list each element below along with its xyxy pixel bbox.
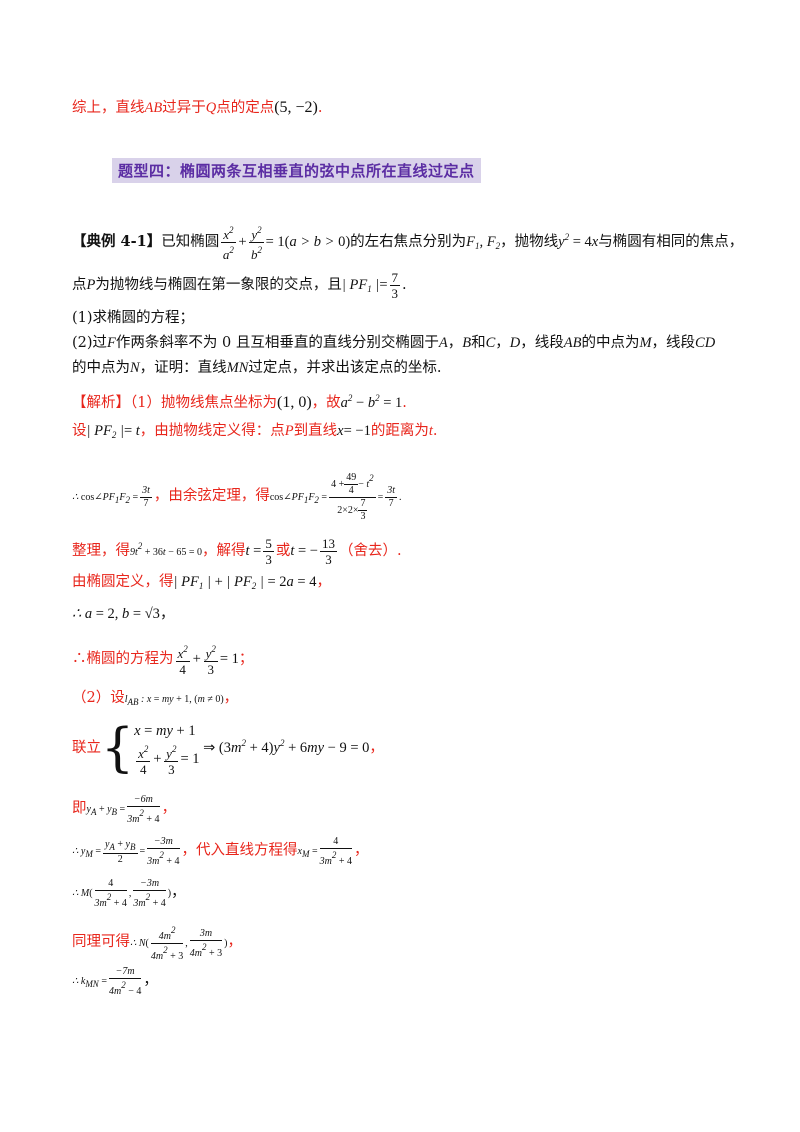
- conclusion-text: 点的定点: [216, 100, 275, 116]
- text: 和: [471, 335, 486, 351]
- solution-line-1: 【解析】（1）抛物线焦点坐标为(1, 0)，故a2 − b2 = 1.: [72, 393, 407, 411]
- solution-line-6: ∴ a = 2, b = √3，: [72, 606, 175, 622]
- solution-tag: 【解析】: [72, 395, 130, 411]
- text: 或: [275, 543, 291, 559]
- text: (2)过: [72, 335, 108, 351]
- question-1: (1)求椭圆的方程；: [72, 310, 195, 326]
- text: 联立: [72, 739, 101, 756]
- fixed-point: (5, −2): [274, 99, 318, 116]
- text: 的中点为: [581, 335, 640, 351]
- math-p: P: [86, 276, 96, 293]
- text: ，线段: [520, 335, 564, 351]
- text: ，抛物线: [500, 233, 559, 250]
- section-heading: 题型四：椭圆两条互相垂直的弦中点所在直线过定点: [112, 158, 481, 183]
- text: ，解得: [201, 543, 246, 559]
- text: ，线段: [651, 335, 696, 351]
- parabola-equation: y2 = 4x: [558, 231, 599, 250]
- foci: F1, F2: [466, 233, 501, 251]
- text: 为抛物线与椭圆在第一象限的交点，且: [95, 276, 342, 293]
- system-brace: {: [101, 718, 135, 779]
- text: ∴椭圆的方程为: [72, 650, 174, 667]
- text: 由椭圆定义，得: [72, 574, 174, 590]
- text: 即: [72, 800, 87, 817]
- solution-line-5: 由椭圆定义，得| PF1 | + | PF2 | = 2a = 4，: [72, 574, 331, 591]
- text: ，故: [311, 395, 341, 411]
- text: 作两条斜率不为 0 且互相垂直的直线分别交椭圆于: [115, 335, 439, 351]
- text: ，证明：直线: [139, 360, 227, 376]
- text: （2）设: [72, 690, 125, 706]
- text: 与椭圆有相同的焦点，: [598, 233, 744, 250]
- text: 过定点，并求出该定点的坐标.: [248, 360, 442, 376]
- text: 设: [72, 423, 87, 439]
- conclusion-line: 综上，直线AB过异于Q点的定点(5, −2).: [72, 98, 323, 118]
- solution-line-8: （2）设lAB : x = my + 1, (m ≠ 0)，: [72, 690, 239, 707]
- conclusion-text: 过异于: [162, 100, 206, 116]
- text: 同理可得: [72, 933, 130, 950]
- text: 的左右焦点分别为: [350, 233, 467, 250]
- period: .: [317, 100, 323, 116]
- math-q: Q: [205, 100, 217, 116]
- text: ，由抛物线定义得：点: [139, 423, 285, 439]
- text: 到直线: [293, 423, 338, 439]
- text: 已知椭圆: [161, 233, 220, 250]
- example-tag: 【典例 4-1】: [72, 232, 162, 250]
- text: （舍去）.: [338, 543, 402, 559]
- text: 点: [72, 276, 87, 293]
- solution-line-2: 设| PF2 |= t，由抛物线定义得：点P到直线x= −1的距离为t.: [72, 423, 438, 440]
- text: 的距离为: [370, 423, 429, 439]
- math-ab: AB: [144, 100, 163, 116]
- question-2-line-1: (2)过F作两条斜率不为 0 且互相垂直的直线分别交椭圆于A，B和C，D，线段A…: [72, 335, 716, 351]
- text: 整理，得: [72, 543, 130, 559]
- text: （1）抛物线焦点坐标为: [130, 395, 277, 411]
- conclusion-text: 综上，直线: [72, 100, 145, 116]
- text: 的中点为: [72, 360, 130, 376]
- question-2-line-2: 的中点为N，证明：直线MN过定点，并求出该定点的坐标.: [72, 360, 442, 376]
- text: ，代入直线方程得: [181, 842, 298, 859]
- text: ，由余弦定理，得: [153, 487, 270, 504]
